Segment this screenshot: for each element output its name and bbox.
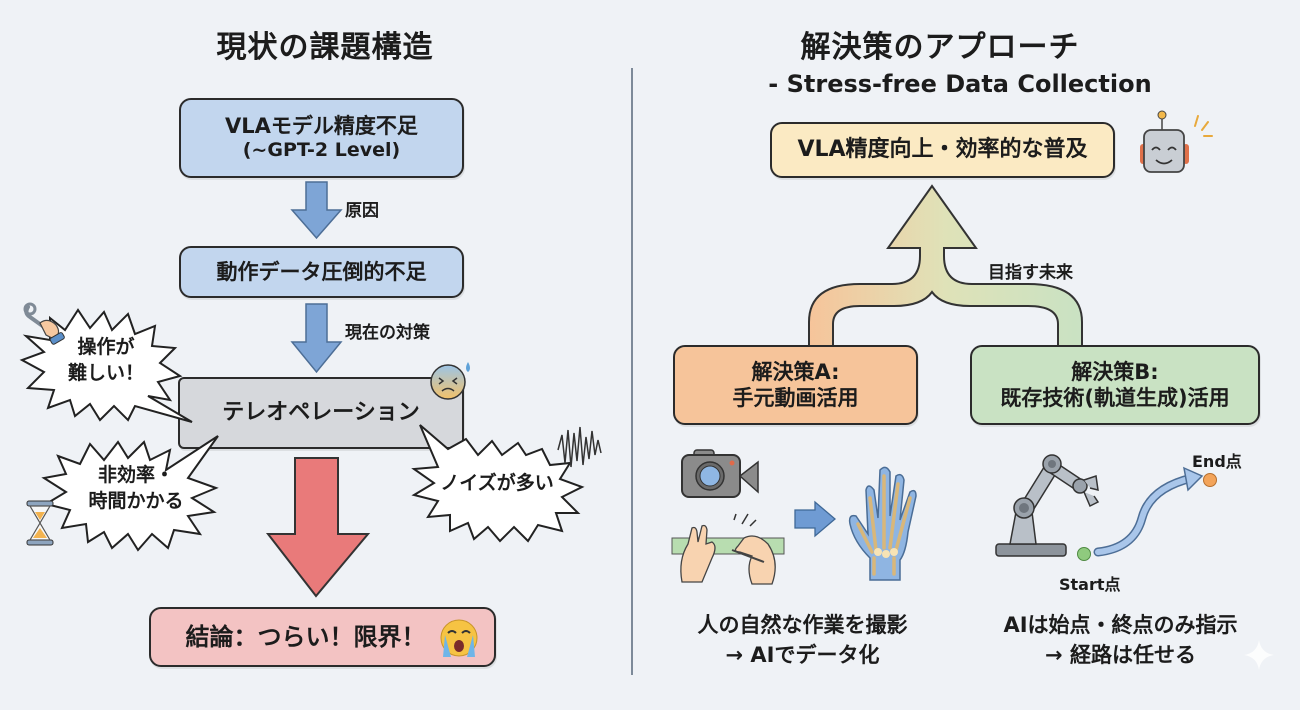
- right-panel-title: 解決策のアプローチ: [800, 30, 1080, 65]
- robot-icon: [1140, 110, 1213, 173]
- transform-arrow: [794, 500, 837, 538]
- cause-label: 原因: [345, 201, 379, 221]
- solution-b-box: 解決策B: 既存技術(軌道生成)活用: [970, 345, 1260, 425]
- difficult-line1: 操作が: [77, 336, 135, 358]
- end-point-label: End点: [1192, 452, 1242, 471]
- start-point-label: Start点: [1059, 575, 1121, 594]
- vla-accuracy-box: VLAモデル精度不足 (~GPT-2 Level): [179, 98, 464, 178]
- inefficient-burst-text: 非効率・ 時間かかる: [76, 463, 196, 514]
- cause-arrow: [290, 181, 343, 240]
- caption-a-line2: → AIでデータ化: [725, 643, 880, 668]
- solution-a-line1: 解決策A:: [751, 359, 840, 384]
- left-panel-title: 現状の課題構造: [216, 30, 434, 65]
- crying-face-icon: [440, 619, 478, 657]
- trajectory-arrow-icon: [1093, 466, 1204, 557]
- future-label: 目指す未来: [988, 263, 1073, 283]
- worried-face-icon: [430, 362, 470, 400]
- right-panel-subtitle: - Stress-free Data Collection: [768, 70, 1152, 98]
- goal-box: VLA精度向上・効率的な普及: [770, 122, 1115, 178]
- conclusion-box: 結論：つらい！限界！: [149, 607, 496, 667]
- teleoperation-box: テレオペレーション: [178, 377, 464, 449]
- inefficient-burst: [41, 435, 219, 552]
- current-measure-arrow: [290, 303, 343, 374]
- inefficient-line1: 非効率・: [97, 464, 174, 486]
- solution-b-line1: 解決策B:: [1071, 359, 1159, 384]
- wrench-hand-icon: [23, 302, 65, 345]
- merge-arrow: [808, 184, 1083, 347]
- difficult-burst-text: 操作が 難しい！: [56, 335, 156, 386]
- noise-burst-text: ノイズが多い: [440, 472, 554, 494]
- noise-burst: [411, 424, 585, 543]
- panel-divider: [631, 68, 633, 675]
- teleoperation-text: テレオペレーション: [222, 400, 420, 426]
- caption-a: 人の自然な作業を撮影 → AIでデータ化: [670, 610, 935, 671]
- inefficient-line2: 時間かかる: [88, 489, 184, 512]
- data-shortage-text: 動作データ圧倒的不足: [216, 259, 427, 284]
- caption-b-line1: AIは始点・終点のみ指示: [1003, 613, 1238, 637]
- solution-a-box: 解決策A: 手元動画活用: [673, 345, 918, 425]
- vla-accuracy-line1: VLAモデル精度不足: [225, 114, 418, 138]
- current-measure-label: 現在の対策: [345, 323, 430, 343]
- sparkle-icon: [1244, 640, 1274, 670]
- end-point-icon: [1203, 473, 1217, 487]
- goal-text: VLA精度向上・効率的な普及: [797, 137, 1088, 163]
- caption-b-line2: → 経路は任せる: [1045, 643, 1196, 668]
- difficult-line2: 難しい！: [67, 361, 144, 384]
- hand-skeleton-icon: [848, 466, 917, 581]
- hands-working-icon: [671, 513, 785, 585]
- solution-b-line2: 既存技術(軌道生成)活用: [1000, 386, 1230, 410]
- video-camera-icon: [681, 449, 759, 498]
- conclusion-text: 結論：つらい！限界！: [185, 623, 426, 651]
- caption-b: AIは始点・終点のみ指示 → 経路は任せる: [978, 610, 1263, 671]
- start-point-icon: [1077, 547, 1091, 561]
- hourglass-icon: [26, 500, 54, 546]
- caption-a-line1: 人の自然な作業を撮影: [697, 613, 908, 637]
- conclusion-arrow: [265, 457, 371, 598]
- vla-accuracy-line2: (~GPT-2 Level): [242, 139, 401, 162]
- solution-a-line2: 手元動画活用: [732, 386, 859, 410]
- robot-arm-icon: [995, 454, 1100, 557]
- noise-wave-icon: [557, 426, 602, 468]
- data-shortage-box: 動作データ圧倒的不足: [179, 246, 464, 298]
